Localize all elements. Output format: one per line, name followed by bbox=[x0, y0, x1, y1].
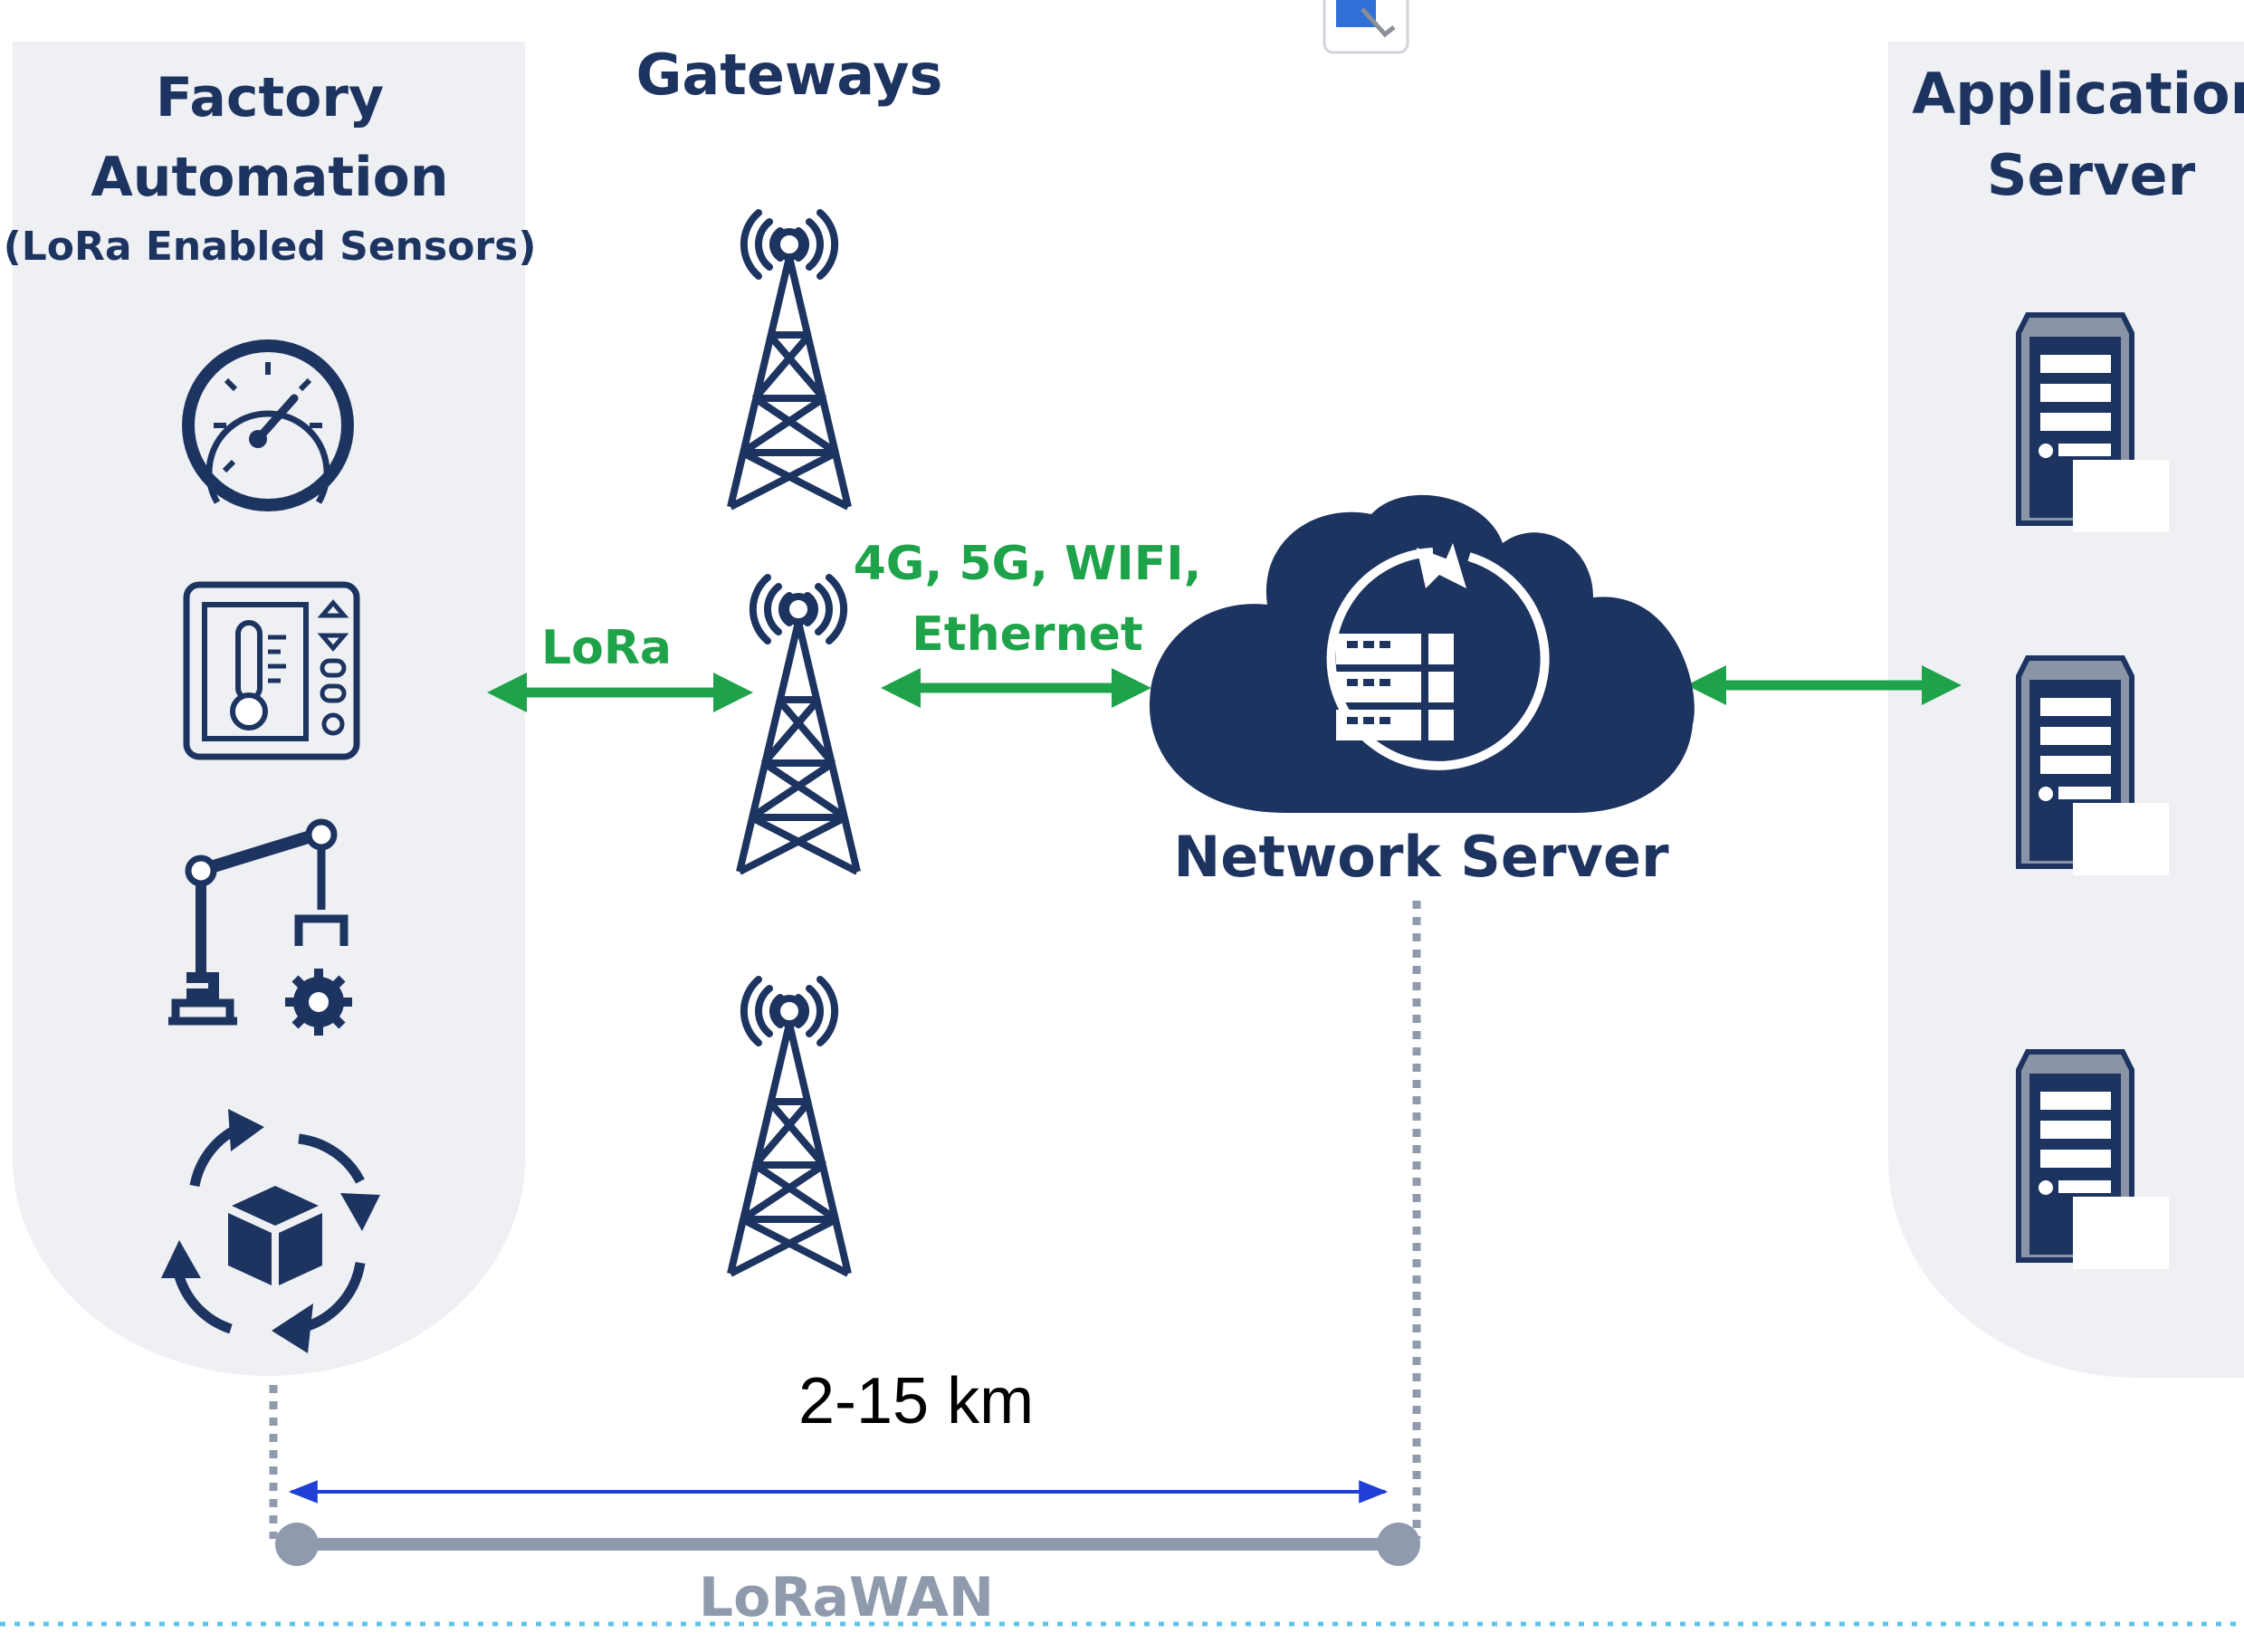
lorawan-bar-end bbox=[275, 1523, 319, 1566]
backhaul-label-line1: 4G, 5G, WIFI, bbox=[854, 537, 1202, 591]
robot-arm-icon bbox=[168, 818, 352, 1036]
gateways-title: Gateways bbox=[636, 42, 943, 108]
factory-title-line2: Automation bbox=[91, 146, 448, 209]
lorawan-bar-end bbox=[1377, 1523, 1420, 1566]
tower-icon bbox=[730, 213, 848, 507]
gauge-icon bbox=[182, 339, 354, 511]
backhaul-label-line2: Ethernet bbox=[912, 607, 1142, 662]
thermostat-icon bbox=[183, 581, 360, 760]
tower-icon bbox=[740, 578, 857, 872]
lora-label: LoRa bbox=[541, 621, 672, 675]
distance-label: 2-15 km bbox=[798, 1365, 1034, 1437]
factory-subtitle: (LoRa Enabled Sensors) bbox=[4, 224, 537, 270]
application-title-line1: Application bbox=[1912, 61, 2244, 127]
network-server-label: Network Server bbox=[1173, 824, 1669, 890]
application-title-line2: Server bbox=[1987, 142, 2196, 208]
app-icon-partial bbox=[1323, 0, 1409, 54]
factory-title-line1: Factory bbox=[156, 66, 384, 129]
factory-panel bbox=[13, 42, 525, 1376]
cloud-server-icon bbox=[1149, 494, 1695, 813]
cube-cycle-icon bbox=[161, 1109, 380, 1353]
tower-icon bbox=[730, 979, 848, 1274]
lorawan-label: LoRaWAN bbox=[699, 1566, 994, 1629]
